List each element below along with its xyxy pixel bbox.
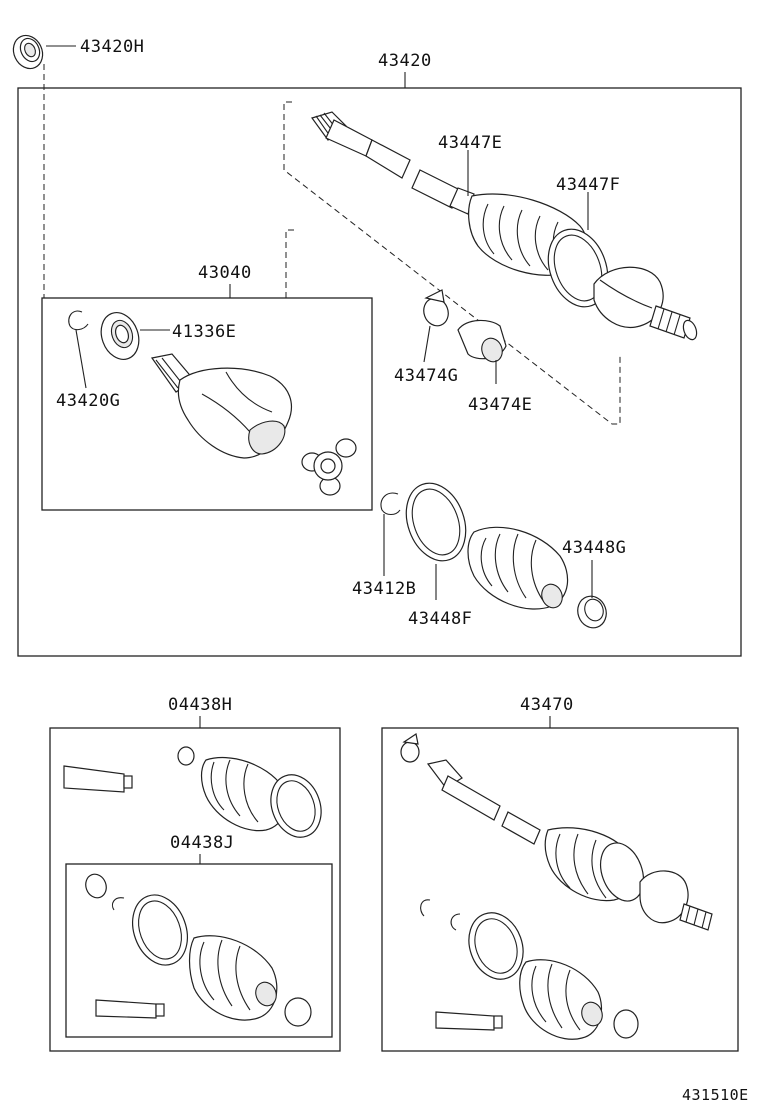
assembly-box-43420 xyxy=(17,87,742,657)
label-43412B[interactable]: 43412B xyxy=(352,579,416,599)
label-43420[interactable]: 43420 xyxy=(378,51,432,71)
leader-43420G xyxy=(75,329,87,389)
label-43420H[interactable]: 43420H xyxy=(80,37,144,57)
snap-ring-43420G[interactable] xyxy=(68,310,89,331)
inboard-joint-housing[interactable] xyxy=(150,353,292,459)
label-43474G[interactable]: 43474G xyxy=(394,366,458,386)
label-43040[interactable]: 43040 xyxy=(198,263,252,283)
shaft-assembly-43470[interactable] xyxy=(400,733,713,931)
assembly-box-43040 xyxy=(41,297,373,511)
label-43448G[interactable]: 43448G xyxy=(562,538,626,558)
label-41336E[interactable]: 41336E xyxy=(172,322,236,342)
label-04438J[interactable]: 04438J xyxy=(170,833,234,853)
label-04438H[interactable]: 04438H xyxy=(168,695,232,715)
assembly-box-43470 xyxy=(381,727,739,1052)
oil-seal-43420H[interactable] xyxy=(8,31,48,74)
label-43420G[interactable]: 43420G xyxy=(56,391,120,411)
label-43448F[interactable]: 43448F xyxy=(408,609,472,629)
label-43447F[interactable]: 43447F xyxy=(556,175,620,195)
boot-clamp-43447F[interactable] xyxy=(538,221,618,315)
boot-kit-43470[interactable] xyxy=(420,899,639,1040)
dash-frame-inner xyxy=(285,229,294,298)
outboard-joint[interactable] xyxy=(593,266,699,341)
boot-clamp-43448F[interactable] xyxy=(396,475,476,569)
damper-43474E[interactable] xyxy=(457,319,507,364)
label-43470[interactable]: 43470 xyxy=(520,695,574,715)
clamp-43474G[interactable] xyxy=(420,289,452,329)
inboard-boot[interactable] xyxy=(467,526,569,610)
boot-kit-04438J[interactable] xyxy=(82,871,312,1027)
label-43447E[interactable]: 43447E xyxy=(438,133,502,153)
kit-box-04438J xyxy=(65,863,333,1038)
boot-kit-04438H[interactable] xyxy=(177,746,329,844)
dash-frame-outer xyxy=(283,101,621,425)
kit-box-04438H xyxy=(49,727,341,1052)
figure-id: 431510E xyxy=(682,1086,749,1104)
boot-clamp-43448G[interactable] xyxy=(573,592,610,632)
snap-ring-43412B[interactable] xyxy=(380,492,401,516)
outboard-shaft[interactable] xyxy=(311,111,475,215)
leader-43474G xyxy=(423,325,431,363)
tripod-joint[interactable] xyxy=(301,438,357,496)
label-43474E[interactable]: 43474E xyxy=(468,395,532,415)
grease-tube-04438H[interactable] xyxy=(63,765,133,793)
seal-41336E[interactable] xyxy=(95,307,145,364)
